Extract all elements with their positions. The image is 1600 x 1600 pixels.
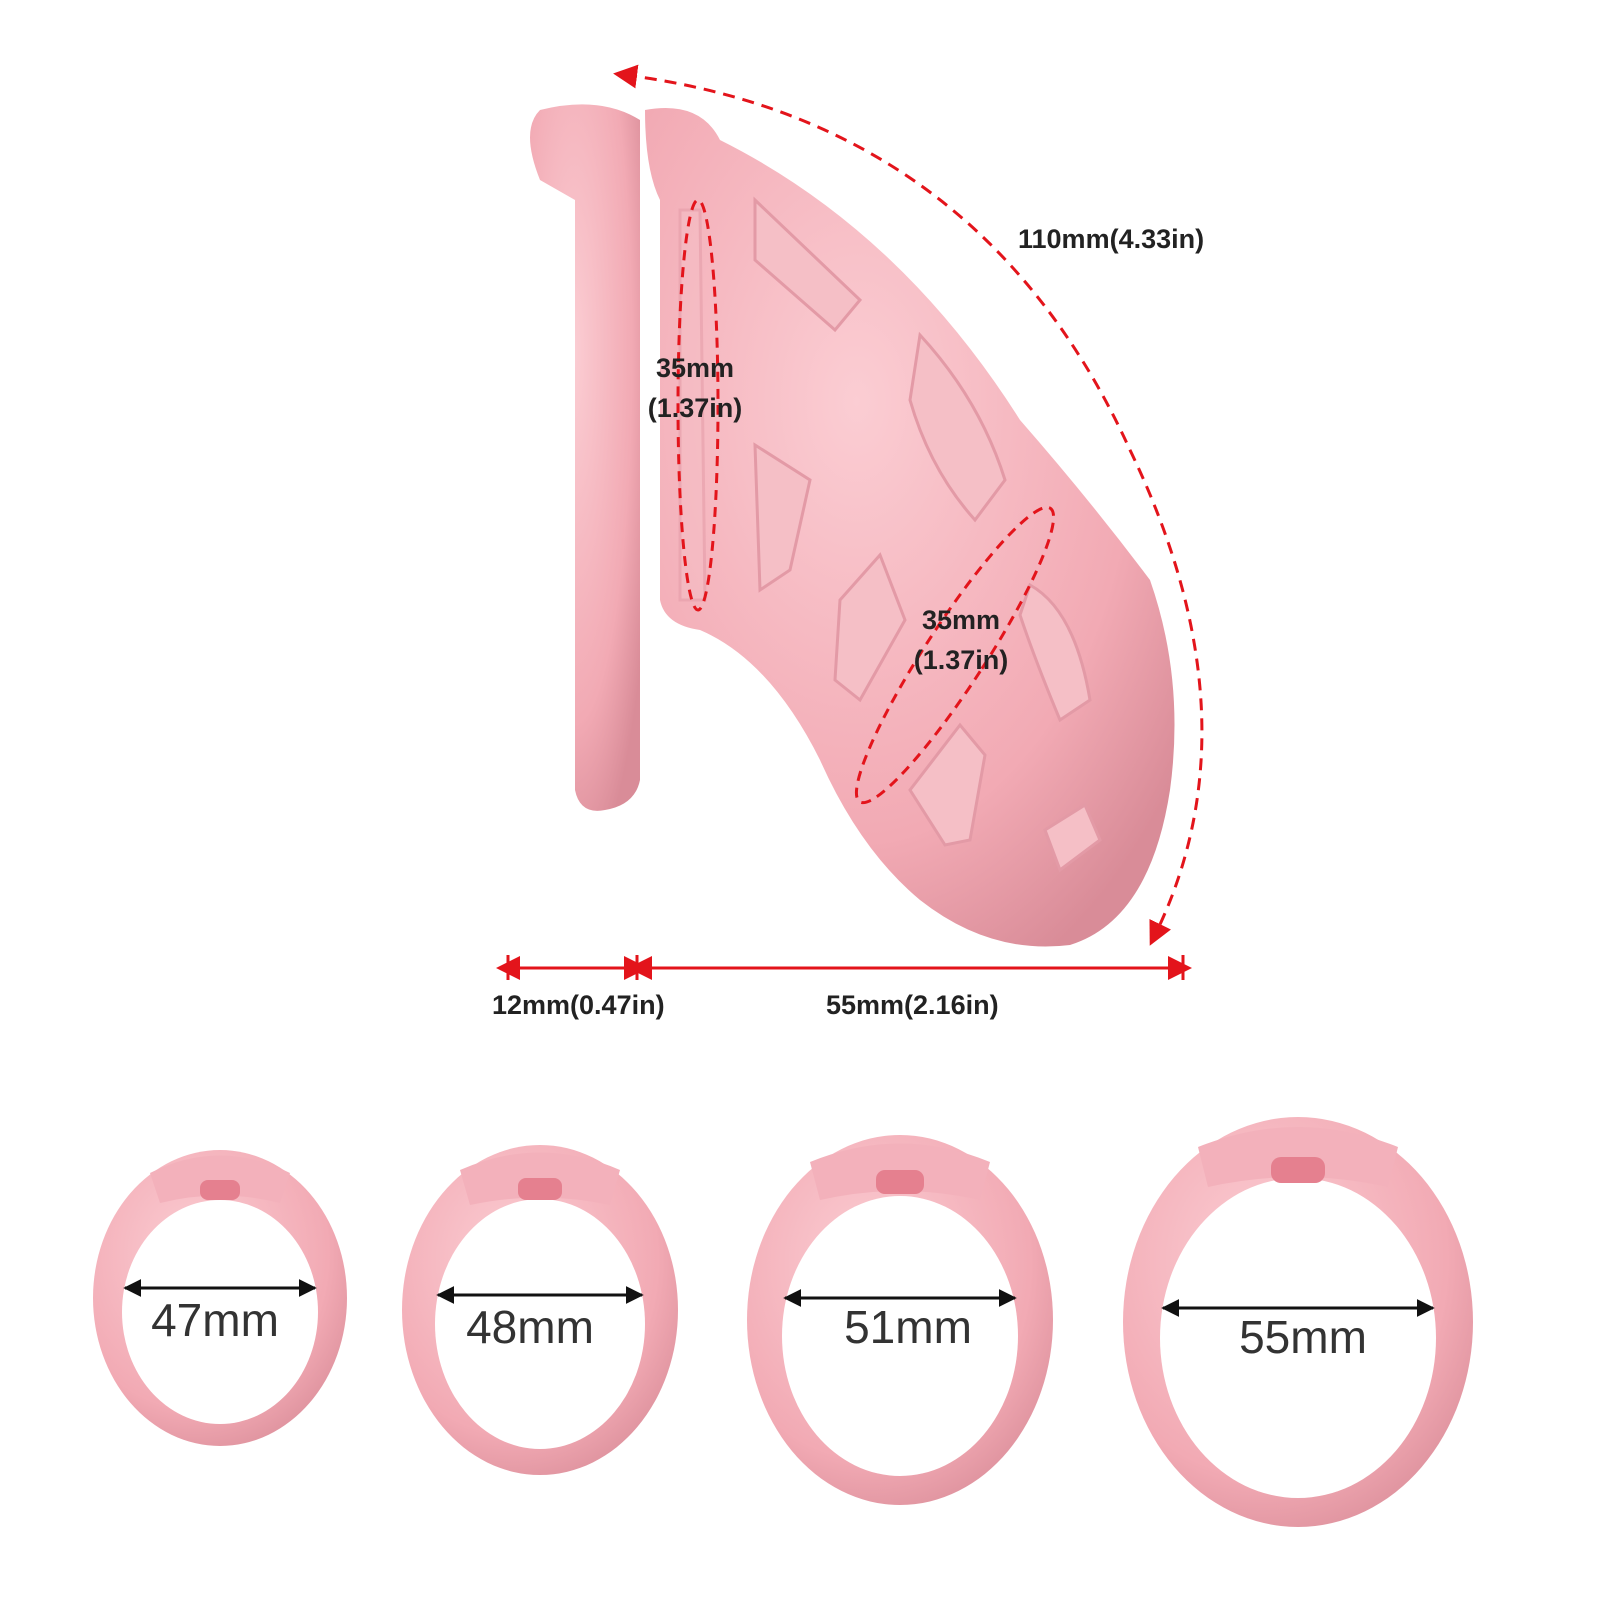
tip-diameter-in: (1.37in) [913,645,1009,675]
ring-48 [402,1145,678,1475]
gap-label: 12mm(0.47in) [492,990,665,1020]
ring-51-label: 51mm [844,1301,972,1353]
base-diameter-ellipse [676,198,720,612]
base-ring-side [530,104,640,811]
base-diameter-mm: 35mm [655,353,735,383]
tip-diameter-ellipse [854,505,1056,805]
tip-diameter-label: 35mm (1.37in) [905,600,1017,680]
ring-51 [747,1135,1053,1505]
base-diameter-in: (1.37in) [647,393,743,423]
ring-sizes [93,1117,1473,1527]
ring-55-label: 55mm [1239,1311,1367,1363]
ring-48-label: 48mm [466,1301,594,1353]
length-label: 110mm(4.33in) [1018,224,1205,254]
depth-label: 55mm(2.16in) [826,990,999,1020]
tip-diameter-mm: 35mm [921,605,1001,635]
ring-47-label: 47mm [151,1294,279,1346]
ring-55 [1123,1117,1473,1527]
base-diameter-label: 35mm (1.37in) [640,348,750,428]
dimension-lines [496,64,1204,980]
length-arc [613,64,1204,946]
ring-47 [93,1150,347,1446]
